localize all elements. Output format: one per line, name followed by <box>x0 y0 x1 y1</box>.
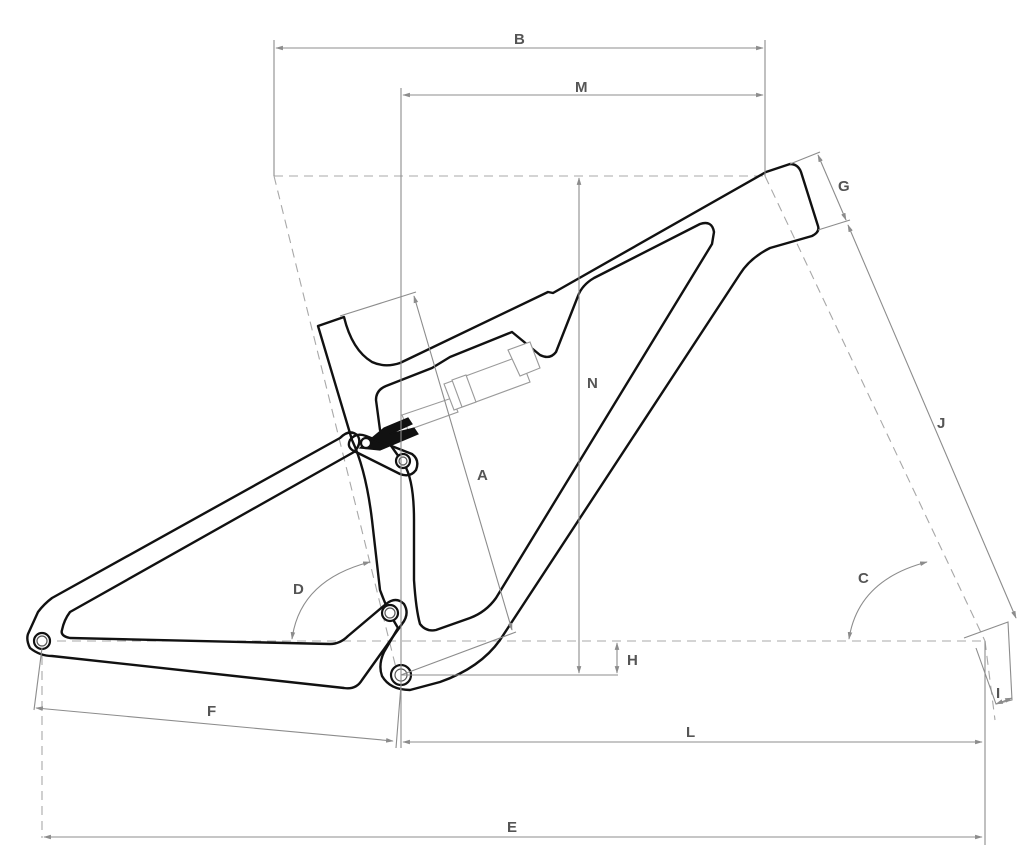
dim-F-ext-right <box>395 684 402 749</box>
dim-F <box>35 706 394 743</box>
label-F: F <box>207 703 216 720</box>
dim-A <box>413 295 513 631</box>
chainstay-pivot-inner <box>384 607 396 619</box>
rear-axle-pivot-inner <box>36 635 48 647</box>
dimension-lines <box>33 40 1017 845</box>
dimension-labels: B M G N J A C D H I F L E <box>207 31 1000 836</box>
dim-I <box>995 697 1013 705</box>
shock-mount <box>358 417 419 451</box>
steering-axis <box>764 175 986 642</box>
label-J: J <box>937 415 945 432</box>
dim-A-ext-top <box>339 291 417 317</box>
label-L: L <box>686 724 695 741</box>
dim-D-arc <box>290 561 371 640</box>
label-G: G <box>838 178 850 195</box>
rocker-pivot-main <box>394 452 412 470</box>
seat-stay-chain-stay-outer <box>26 431 408 690</box>
label-C: C <box>858 570 869 587</box>
label-I: I <box>996 685 1000 702</box>
label-M: M <box>575 79 588 96</box>
dim-F-ext-left <box>33 647 43 711</box>
shock-reservoir <box>507 341 541 377</box>
label-N: N <box>587 375 598 392</box>
rocker-pivot-upper <box>359 436 373 450</box>
dim-G-ext-bottom <box>817 219 851 231</box>
label-E: E <box>507 819 517 836</box>
dim-C-arc <box>847 561 928 640</box>
chainstay-pivot <box>380 603 400 623</box>
label-H: H <box>627 652 638 669</box>
dim-G <box>817 154 847 221</box>
rocker-link <box>347 433 419 477</box>
dim-J <box>847 224 1017 619</box>
fork-offset-axis <box>984 640 996 721</box>
dim-A-ext-bottom <box>400 631 517 676</box>
label-B: B <box>514 31 525 48</box>
label-D: D <box>293 581 304 598</box>
reference-lines <box>41 175 996 838</box>
seat-tube-axis <box>273 175 399 677</box>
label-A: A <box>477 467 488 484</box>
dim-G-ext-top <box>789 151 821 165</box>
rocker-pivot-main-inner <box>398 456 408 466</box>
rear-triangle <box>26 431 408 690</box>
